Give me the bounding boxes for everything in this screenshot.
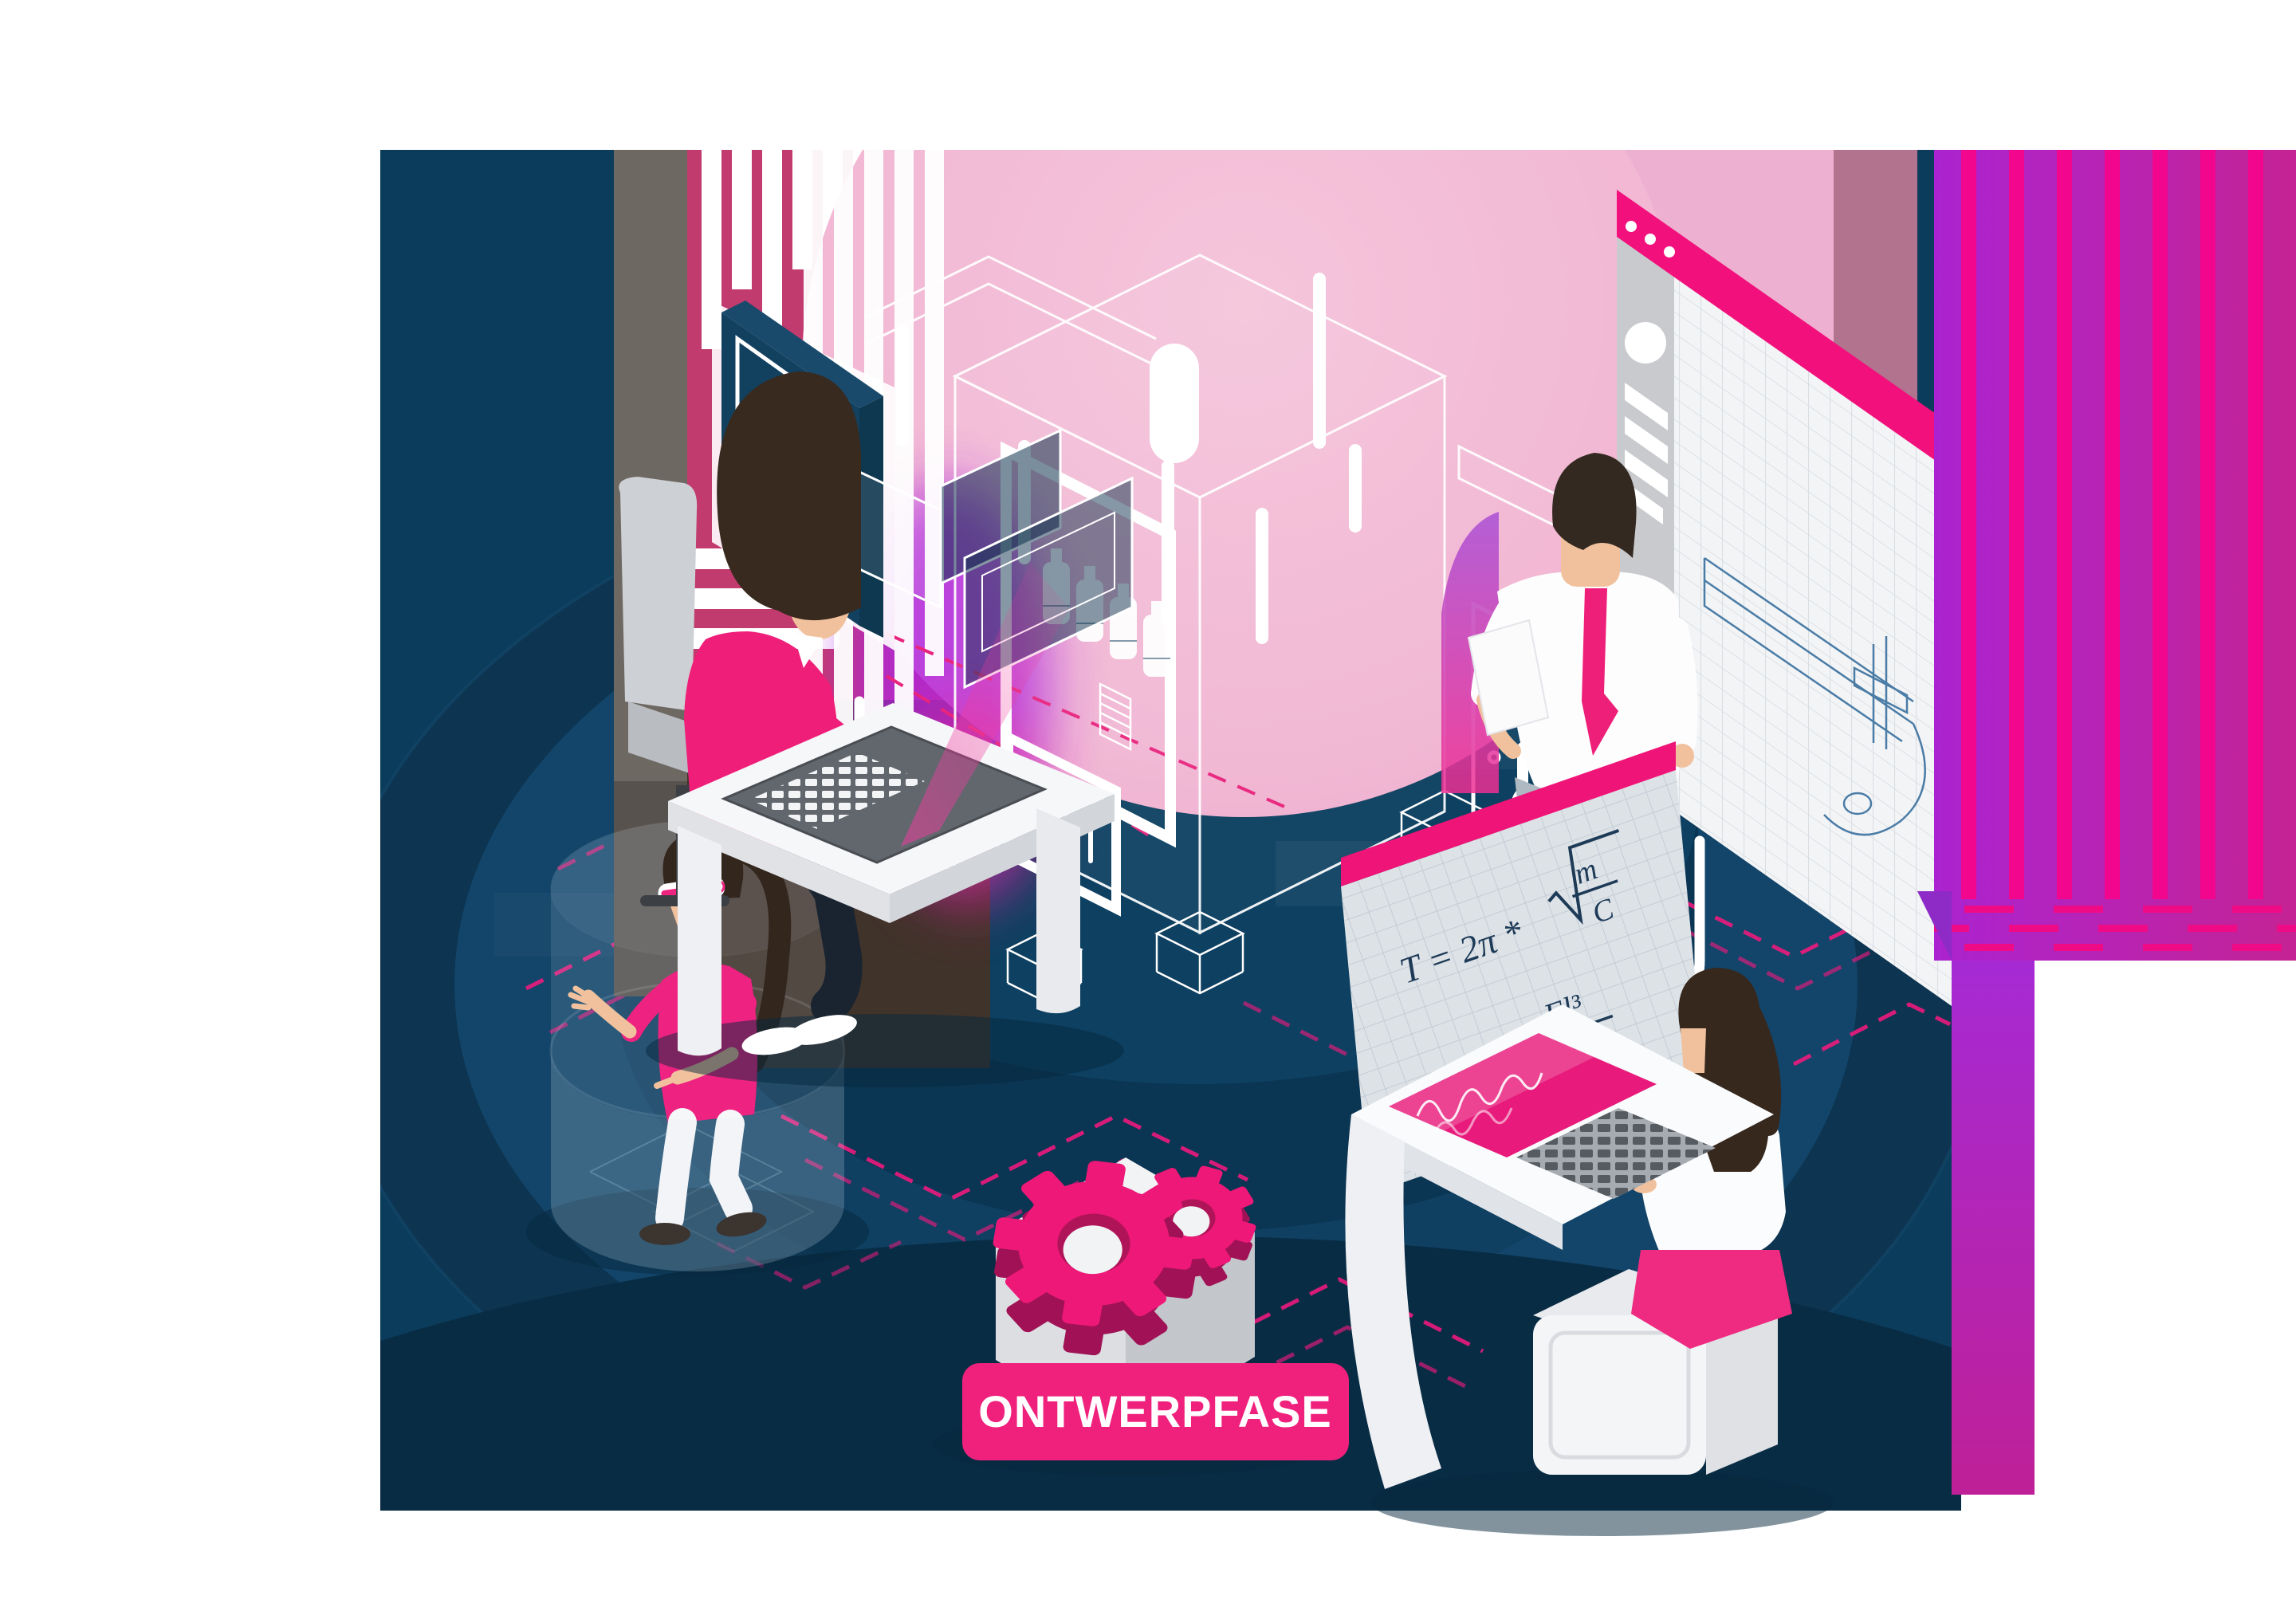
curtain-tail [1952,961,2035,1495]
tie [1582,588,1618,756]
keyboard [749,753,925,829]
desk-left [668,563,1115,1056]
holo-beam [901,563,1070,847]
blueprint-drawing-icon [1703,556,1926,836]
phase-label-text: ONTWERPFASE [978,1386,1331,1436]
gear-large-icon [993,1161,1196,1356]
blueprint-whiteboard [1617,190,1952,1006]
phase-label-button: ONTWERPFASE [962,1363,1349,1460]
paper-sheet [1467,619,1550,737]
hair [717,371,861,621]
window-dots [1626,221,1675,257]
analyst-workstation [1345,968,1834,1536]
desk-right [1345,1004,1774,1489]
desk-screen [1389,1033,1657,1157]
machine-top-stack [1150,344,1199,463]
designer-workstation [619,371,1124,1087]
striped-curtain [1917,150,2296,1495]
skirt [1631,1250,1792,1349]
